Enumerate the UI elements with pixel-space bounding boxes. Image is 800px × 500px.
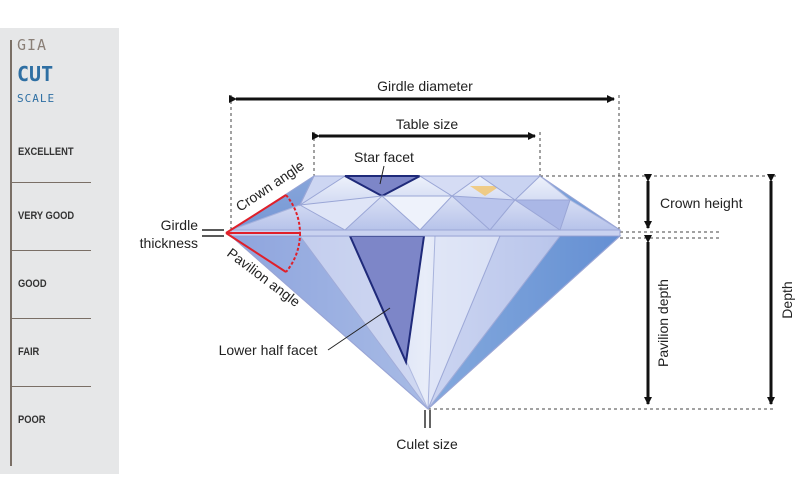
culet-marker — [424, 410, 431, 428]
scale-brand: GIA — [17, 36, 48, 54]
label-girdle: Girdle — [161, 217, 199, 233]
grade-fair: FAIR — [18, 346, 40, 358]
grade-divider — [11, 318, 91, 319]
grade-divider — [11, 182, 91, 183]
label-table-size: Table size — [396, 116, 458, 132]
label-girdle-diameter: Girdle diameter — [377, 78, 473, 94]
dimension-arrows — [229, 95, 775, 405]
grade-divider — [11, 250, 91, 251]
star-facet — [344, 175, 421, 198]
label-culet-size: Culet size — [396, 436, 458, 452]
label-depth: Depth — [779, 281, 795, 318]
label-pavilion-depth: Pavilion depth — [655, 279, 671, 367]
angle-indicators — [225, 194, 302, 273]
grade-divider — [11, 386, 91, 387]
girdle-thickness-marker — [202, 229, 224, 237]
scale-title: CUT — [17, 62, 54, 86]
scale-axis-line — [10, 40, 12, 466]
grade-good: GOOD — [18, 278, 47, 290]
label-star-facet: Star facet — [354, 149, 414, 165]
label-crown-height: Crown height — [660, 195, 743, 211]
grade-poor: POOR — [18, 414, 46, 426]
grade-very-good: VERY GOOD — [18, 210, 75, 222]
grade-excellent: EXCELLENT — [18, 146, 74, 158]
cut-scale-panel: GIA CUT SCALE EXCELLENT VERY GOOD GOOD F… — [0, 28, 119, 474]
crown — [229, 174, 622, 231]
label-thickness: thickness — [140, 235, 198, 251]
pavilion — [229, 235, 622, 410]
leader-lines — [327, 165, 391, 351]
label-lower-half-facet: Lower half facet — [219, 342, 318, 358]
scale-subtitle: SCALE — [17, 92, 56, 105]
guide-lines — [230, 95, 776, 410]
